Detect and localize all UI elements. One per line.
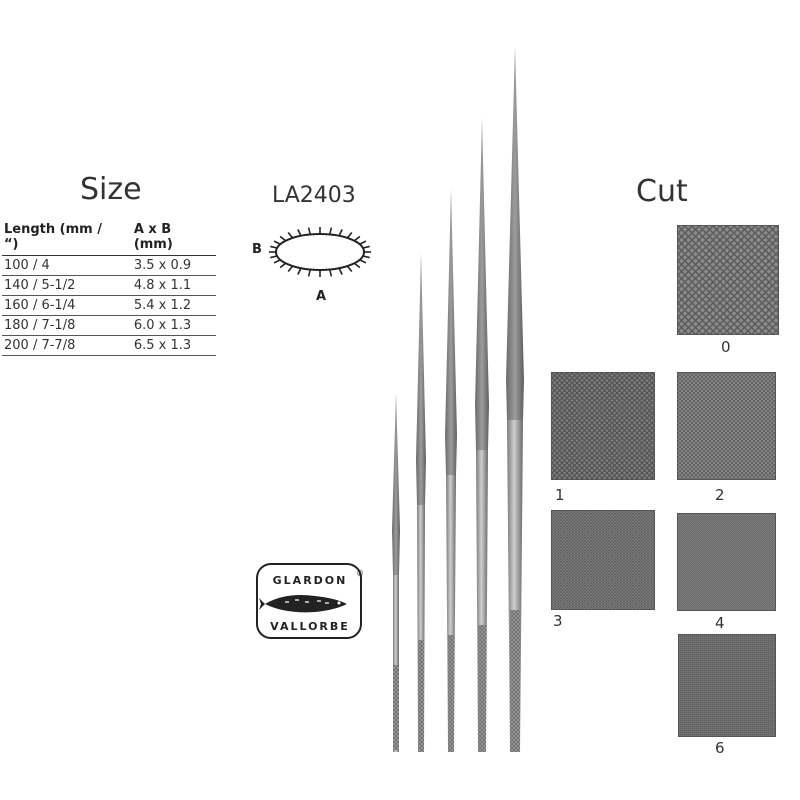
cut-swatch-1 <box>551 372 655 480</box>
cut-label-4: 4 <box>715 614 725 632</box>
table-row: 140 / 5-1/2 4.8 x 1.1 <box>2 275 216 296</box>
tooth-tick <box>329 269 333 277</box>
table-row: 200 / 7-7/8 6.5 x 1.3 <box>2 335 216 356</box>
dimensions-cell: 6.0 x 1.3 <box>121 315 216 336</box>
tooth-tick <box>359 259 367 264</box>
tooth-tick <box>346 265 353 273</box>
tooth-tick <box>287 231 294 239</box>
tooth-tick <box>297 229 302 237</box>
cut-swatch-0 <box>677 225 779 335</box>
needle-file-180 <box>475 118 489 752</box>
needle-file-160 <box>445 188 457 752</box>
tooth-tick <box>307 227 311 235</box>
cut-title: Cut <box>636 174 688 209</box>
tooth-tick <box>270 245 278 249</box>
length-cell: 140 / 5-1/2 <box>2 275 122 296</box>
dimensions-cell: 4.8 x 1.1 <box>121 275 216 296</box>
label-b: B <box>252 242 262 257</box>
needle-file-100 <box>392 392 400 752</box>
tooth-tick <box>362 255 370 259</box>
tooth-tick <box>279 262 287 269</box>
tooth-tick <box>329 227 333 235</box>
tooth-tick <box>297 267 302 275</box>
needle-file-200 <box>506 46 524 752</box>
length-cell: 160 / 6-1/4 <box>2 295 122 316</box>
dimensions-cell: 5.4 x 1.2 <box>121 295 216 316</box>
cut-label-2: 2 <box>715 486 725 504</box>
tooth-tick <box>307 269 311 277</box>
cut-swatch-3 <box>551 510 655 610</box>
cut-swatch-2 <box>677 372 776 480</box>
tooth-tick <box>279 235 287 242</box>
label-a: A <box>316 289 326 304</box>
cross-section-ellipse <box>269 227 371 277</box>
size-title: Size <box>80 172 142 207</box>
tooth-tick <box>338 267 343 275</box>
tooth-tick <box>287 265 294 273</box>
tooth-tick <box>359 240 367 245</box>
cut-label-6: 6 <box>715 739 725 757</box>
tooth-tick <box>338 229 343 237</box>
tooth-tick <box>273 259 281 264</box>
tooth-tick <box>353 235 361 242</box>
cross-section-diagram: B A <box>252 227 371 304</box>
length-cell: 200 / 7-7/8 <box>2 335 122 356</box>
column-header-dimensions: A x B (mm) <box>121 220 216 256</box>
fish-icon <box>259 595 347 613</box>
tooth-tick <box>353 262 361 269</box>
glardon-vallorbe-logo: GLARDON ® VALLORBE <box>256 563 364 639</box>
size-table: Length (mm / “) A x B (mm) 100 / 4 3.5 x… <box>2 220 216 356</box>
table-row: 160 / 6-1/4 5.4 x 1.2 <box>2 295 216 316</box>
tooth-tick <box>362 245 370 249</box>
table-row: 100 / 4 3.5 x 0.9 <box>2 255 216 276</box>
table-row: 180 / 7-1/8 6.0 x 1.3 <box>2 315 216 336</box>
needle-files-illustration <box>392 46 524 752</box>
dimensions-cell: 3.5 x 0.9 <box>121 255 216 276</box>
logo-top-text: GLARDON <box>273 574 348 587</box>
table-header-row: Length (mm / “) A x B (mm) <box>2 220 216 256</box>
length-cell: 100 / 4 <box>2 255 122 276</box>
cut-swatch-6 <box>678 634 776 737</box>
cut-swatch-4 <box>677 513 776 611</box>
tooth-tick <box>270 255 278 259</box>
dimensions-cell: 6.5 x 1.3 <box>121 335 216 356</box>
logo-bottom-text: VALLORBE <box>270 620 350 633</box>
cut-label-0: 0 <box>721 338 731 356</box>
model-code: LA2403 <box>272 183 356 208</box>
needle-file-140 <box>416 252 426 752</box>
registered-mark: ® <box>356 569 364 578</box>
length-cell: 180 / 7-1/8 <box>2 315 122 336</box>
cut-label-1: 1 <box>555 486 565 504</box>
tooth-tick <box>273 240 281 245</box>
tooth-tick <box>346 231 353 239</box>
column-header-length: Length (mm / “) <box>2 220 122 256</box>
cut-label-3: 3 <box>553 612 563 630</box>
